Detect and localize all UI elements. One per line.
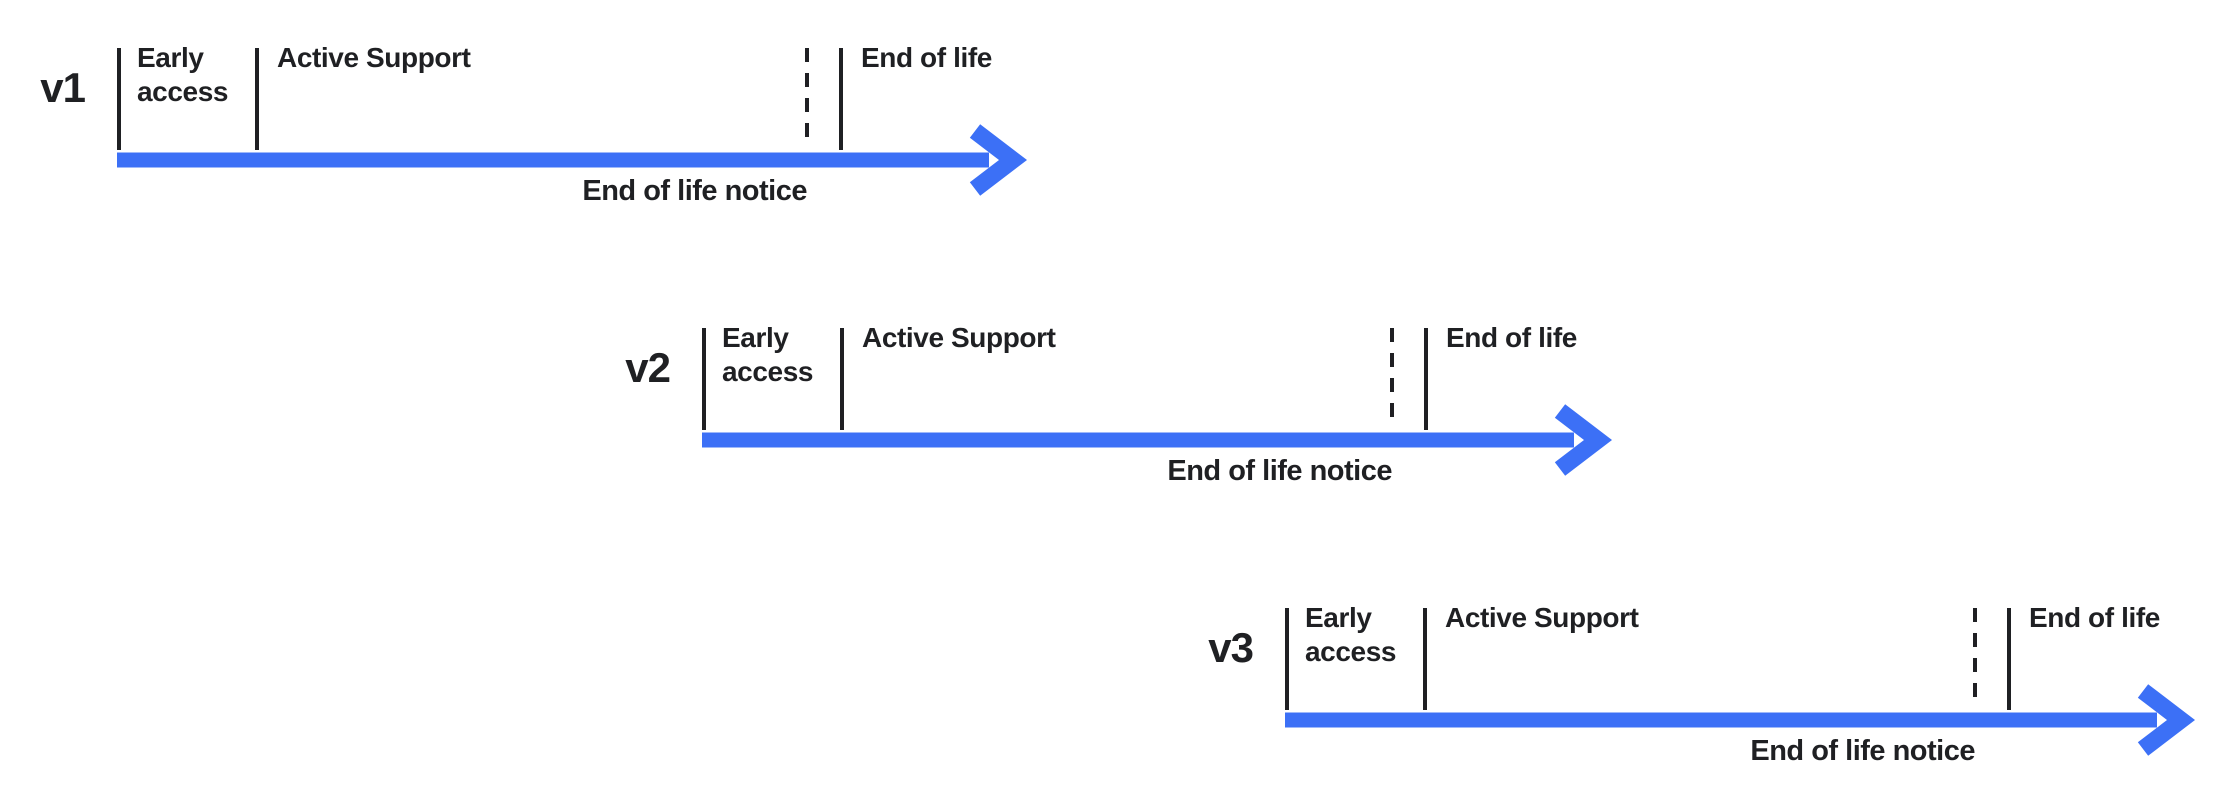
- timeline-arrow: [702, 404, 1613, 476]
- end-of-life-tick: [1424, 328, 1428, 430]
- early-access-label: Early access: [722, 322, 814, 387]
- end-of-life-notice-label: End of life notice: [1167, 455, 1392, 487]
- early-access-end-tick: [255, 48, 259, 150]
- end-of-life-label: End of life: [861, 42, 992, 73]
- end-of-life-notice-dashed-tick: [1973, 608, 1977, 708]
- version-label: v1: [40, 64, 86, 111]
- active-support-label: Active Support: [862, 322, 1056, 353]
- timeline-start-tick: [1285, 608, 1289, 710]
- active-support-label: Active Support: [277, 42, 471, 73]
- version-label: v3: [1208, 624, 1254, 671]
- end-of-life-notice-label: End of life notice: [582, 175, 807, 207]
- early-access-label: Early access: [137, 42, 229, 107]
- timeline-arrow: [117, 124, 1028, 196]
- early-access-label: Early access: [1305, 602, 1397, 667]
- end-of-life-tick: [2007, 608, 2011, 710]
- end-of-life-notice-dashed-tick: [805, 48, 809, 148]
- version-label: v2: [625, 344, 671, 391]
- end-of-life-notice-label: End of life notice: [1750, 735, 1975, 767]
- active-support-label: Active Support: [1445, 602, 1639, 633]
- timeline-arrow: [1285, 684, 2196, 756]
- timeline-start-tick: [702, 328, 706, 430]
- timeline-start-tick: [117, 48, 121, 150]
- end-of-life-notice-dashed-tick: [1390, 328, 1394, 428]
- early-access-end-tick: [1423, 608, 1427, 710]
- early-access-end-tick: [840, 328, 844, 430]
- end-of-life-label: End of life: [1446, 322, 1577, 353]
- end-of-life-label: End of life: [2029, 602, 2160, 633]
- end-of-life-tick: [839, 48, 843, 150]
